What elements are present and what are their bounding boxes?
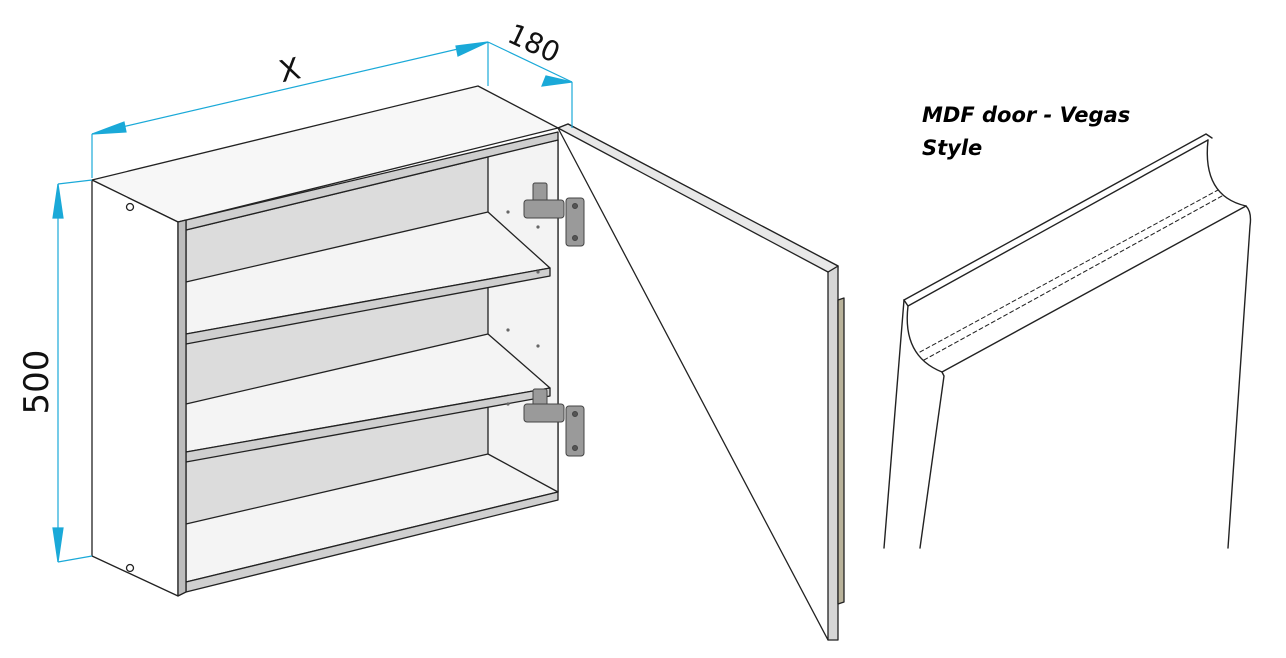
shelf-pin-holes bbox=[506, 210, 540, 406]
width-label: X bbox=[276, 51, 304, 90]
door-style-caption: MDF door - Vegas Style bbox=[922, 99, 1182, 165]
depth-arrow-right bbox=[541, 75, 573, 87]
caption-line-2: Style bbox=[922, 136, 983, 160]
depth-dimension-line bbox=[487, 41, 573, 83]
hinge-top bbox=[523, 182, 585, 247]
mdf-door-profile-sketch bbox=[883, 133, 1252, 549]
hinge-bottom bbox=[523, 388, 585, 457]
door-side-edge bbox=[827, 265, 839, 641]
door-handle-strip bbox=[837, 297, 845, 605]
screw-bottom bbox=[125, 563, 135, 573]
depth-label: 180 bbox=[503, 17, 565, 69]
caption-line-1: MDF door - Vegas bbox=[922, 103, 1131, 127]
cabinet-left-side bbox=[91, 179, 179, 597]
screw-top bbox=[125, 202, 135, 212]
height-arrow-bottom bbox=[52, 527, 64, 563]
cabinet bbox=[91, 85, 559, 597]
height-arrow-top bbox=[52, 183, 64, 219]
height-label: 500 bbox=[17, 350, 57, 415]
dimension-lines bbox=[52, 41, 573, 563]
cabinet-door bbox=[557, 123, 845, 641]
door-top-edge bbox=[557, 123, 839, 273]
width-arrow-left bbox=[91, 121, 127, 135]
cabinet-left-front-edge bbox=[177, 219, 187, 597]
width-arrow-right bbox=[455, 41, 489, 57]
width-dimension-line bbox=[91, 41, 489, 135]
